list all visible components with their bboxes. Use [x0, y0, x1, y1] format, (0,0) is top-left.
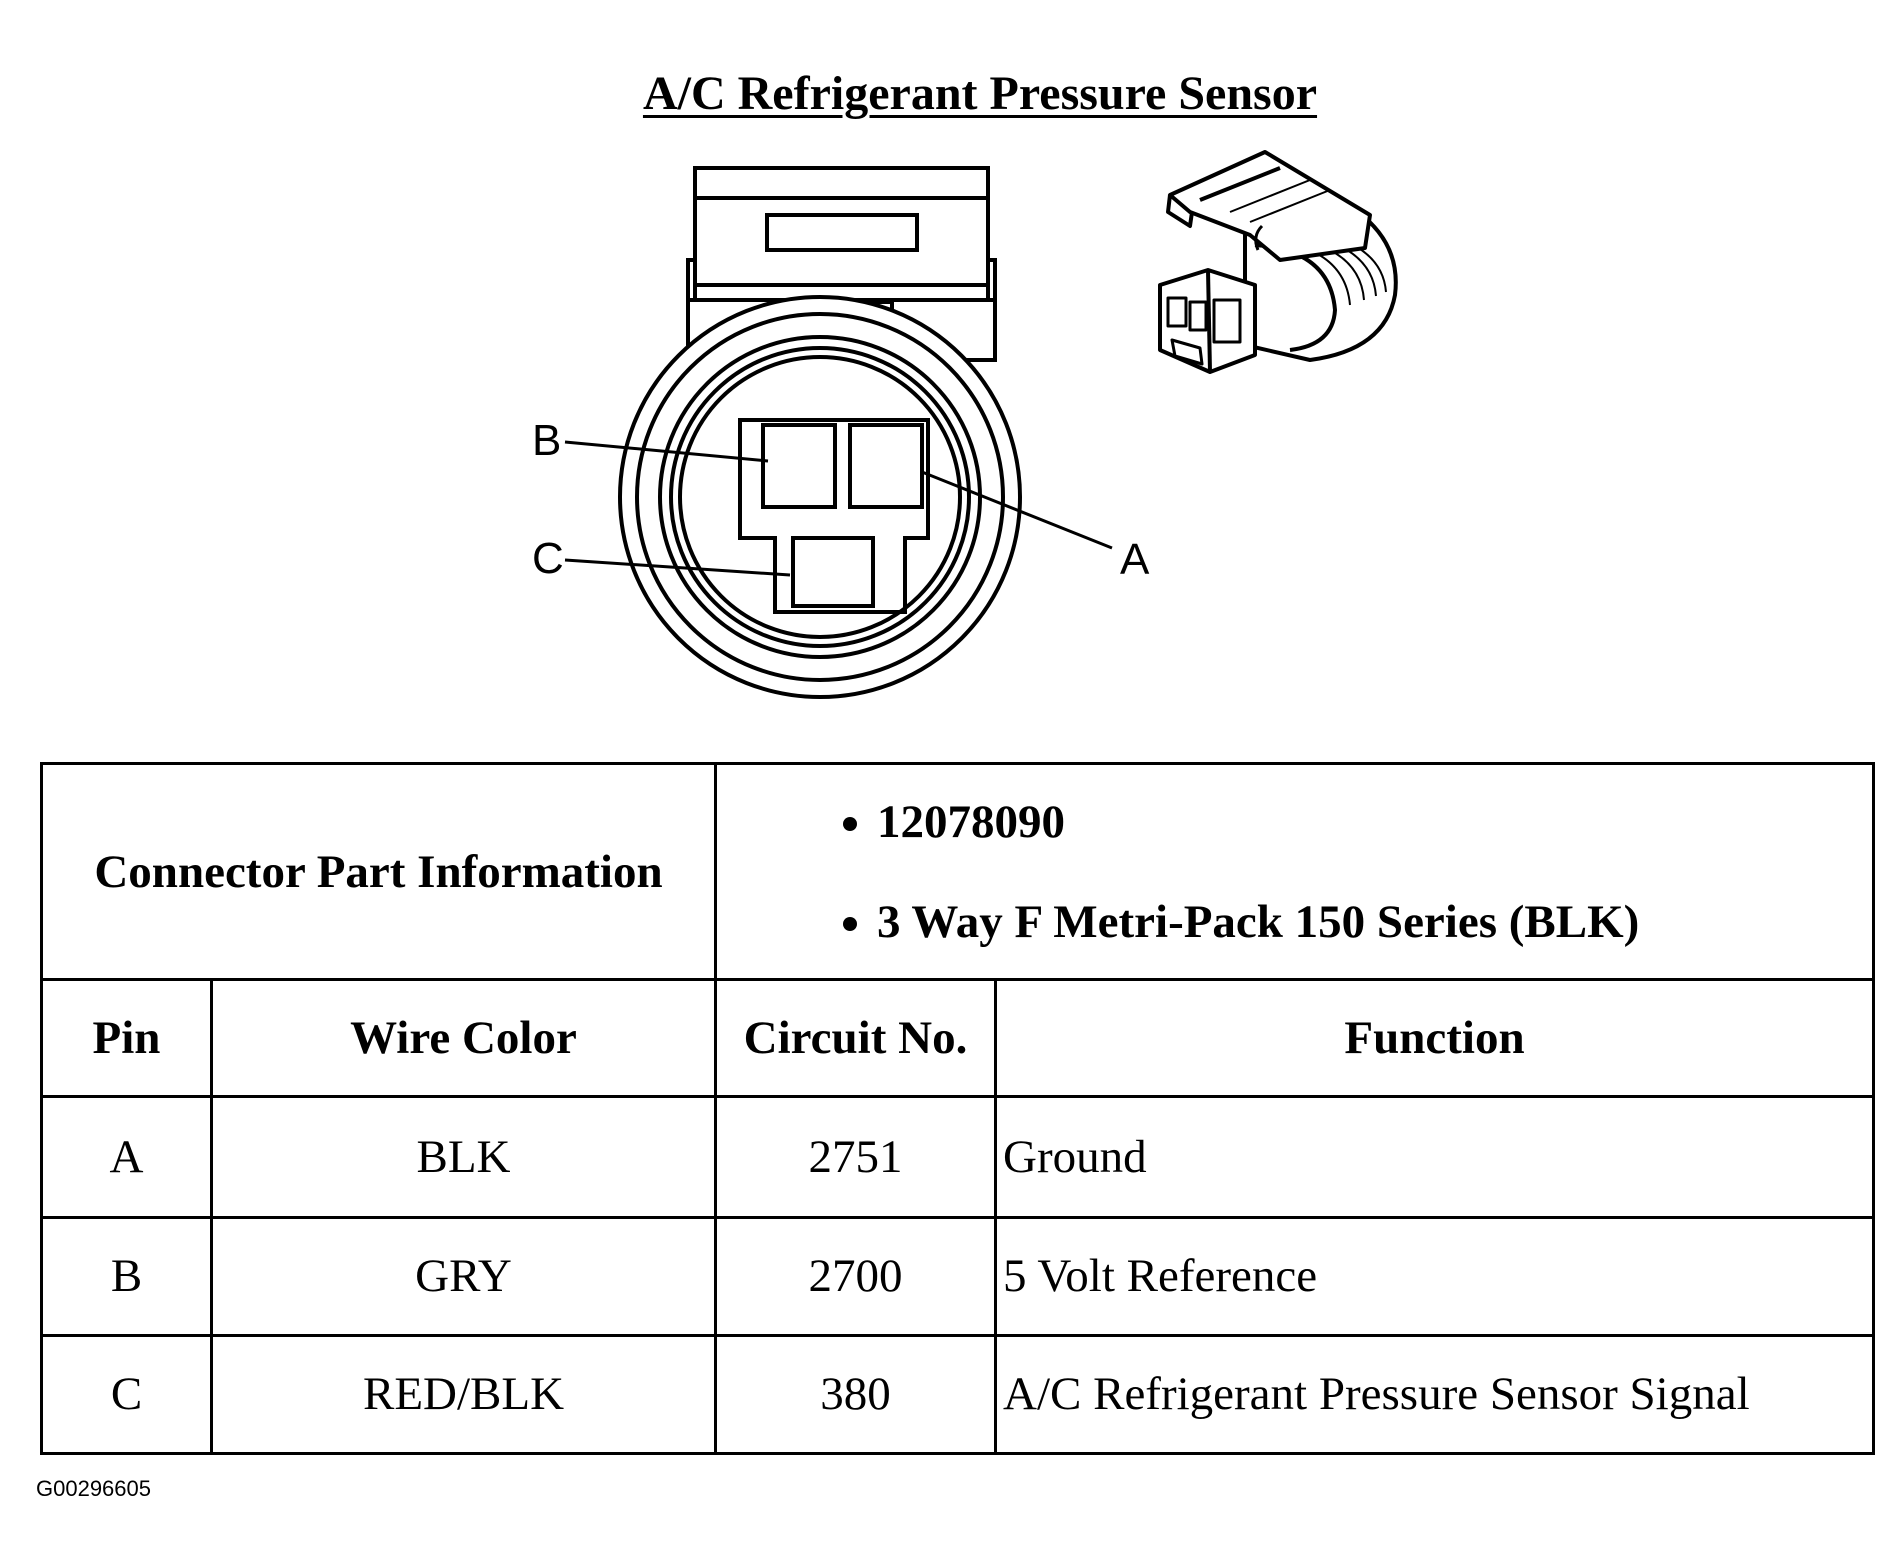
connector-info-row: Connector Part Information 12078090 3 Wa… — [40, 761, 1875, 982]
circuit-no-cell: 2751 — [714, 1095, 997, 1219]
terminal-slot-a — [848, 423, 924, 509]
table-row: A BLK 2751 Ground — [40, 1095, 1875, 1219]
figure-id: G00296605 — [36, 1476, 151, 1501]
wire-color-cell: RED/BLK — [210, 1333, 717, 1456]
table-row: B GRY 2700 5 Volt Reference — [40, 1215, 1875, 1337]
latch-window — [765, 213, 919, 252]
connector-3d-view — [1158, 150, 1398, 374]
header-function: Function — [994, 978, 1875, 1099]
terminal-slot-c — [791, 536, 875, 608]
table-header-row: Pin Wire Color Circuit No. Function — [40, 978, 1875, 1099]
diagram-title: A/C Refrigerant Pressure Sensor — [642, 67, 1318, 120]
circuit-no-cell: 380 — [714, 1333, 997, 1456]
wire-color-cell: BLK — [210, 1095, 717, 1219]
pin-cell: C — [40, 1333, 213, 1456]
connector-part-number: 12078090 — [877, 772, 1872, 872]
latch-step-left — [686, 258, 695, 300]
connector-info-label: Connector Part Information — [40, 761, 717, 982]
function-cell: A/C Refrigerant Pressure Sensor Signal — [994, 1333, 1875, 1456]
function-cell: Ground — [994, 1095, 1875, 1219]
pin-cell: B — [40, 1215, 213, 1337]
circuit-no-cell: 2700 — [714, 1215, 997, 1337]
pin-label-a: A — [1120, 535, 1150, 584]
pin-cell: A — [40, 1095, 213, 1219]
terminal-cavity — [738, 418, 930, 614]
connector-info-values: 12078090 3 Way F Metri-Pack 150 Series (… — [714, 761, 1875, 982]
terminal-slot-b — [761, 423, 837, 509]
seal-ring-4 — [669, 346, 971, 648]
connector-pinout-table: Connector Part Information 12078090 3 Wa… — [40, 761, 1875, 1456]
leader-line-b — [564, 440, 769, 463]
pin-label-b: B — [532, 416, 561, 465]
seal-ring-inner — [678, 355, 962, 639]
header-wire-color: Wire Color — [210, 978, 717, 1099]
pin-label-c: C — [532, 534, 564, 583]
leader-line-c — [564, 558, 791, 577]
connector-latch-housing — [693, 166, 990, 300]
seal-ring-3 — [658, 335, 982, 659]
table-row: C RED/BLK 380 A/C Refrigerant Pressure S… — [40, 1333, 1875, 1456]
connector-series: 3 Way F Metri-Pack 150 Series (BLK) — [877, 872, 1872, 972]
leader-line-a — [921, 470, 1113, 550]
header-circuit-no: Circuit No. — [714, 978, 997, 1099]
function-cell: 5 Volt Reference — [994, 1215, 1875, 1337]
connector-diagram: B A C — [532, 150, 1398, 699]
header-pin: Pin — [40, 978, 213, 1099]
wire-color-cell: GRY — [210, 1215, 717, 1337]
seal-ring-2 — [635, 312, 1005, 682]
connector-info-list: 12078090 3 Way F Metri-Pack 150 Series (… — [787, 772, 1872, 972]
latch-step-right — [988, 258, 997, 300]
